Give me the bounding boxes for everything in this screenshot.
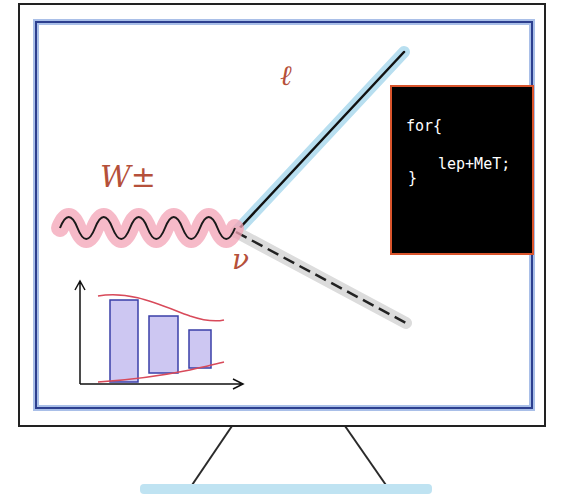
code-text: lep+MeT; — [438, 155, 510, 173]
stand-base — [140, 484, 432, 494]
particle-label: ℓ — [280, 62, 292, 90]
monitor-frame — [19, 4, 545, 426]
particle-label: W± — [100, 162, 156, 192]
lepton-glow — [236, 52, 404, 232]
lepton-line — [236, 52, 404, 232]
stand-leg — [190, 426, 232, 488]
hist-x-axis — [80, 379, 243, 389]
code-panel: for{ lep+MeT;} — [390, 85, 534, 255]
hist-bar — [110, 300, 138, 382]
stand-leg — [345, 426, 388, 488]
hist-band — [98, 295, 224, 321]
boson-glow — [60, 217, 235, 239]
code-text: } — [408, 169, 417, 187]
hist-bar — [189, 330, 211, 368]
code-text: for{ — [406, 117, 442, 135]
particle-label: ν — [232, 246, 249, 274]
neutrino-glow — [236, 232, 406, 323]
boson-wave — [60, 217, 235, 239]
hist-y-axis — [75, 281, 85, 384]
hist-bar — [149, 316, 178, 373]
neutrino-line — [236, 232, 406, 323]
hist-band — [98, 362, 224, 382]
